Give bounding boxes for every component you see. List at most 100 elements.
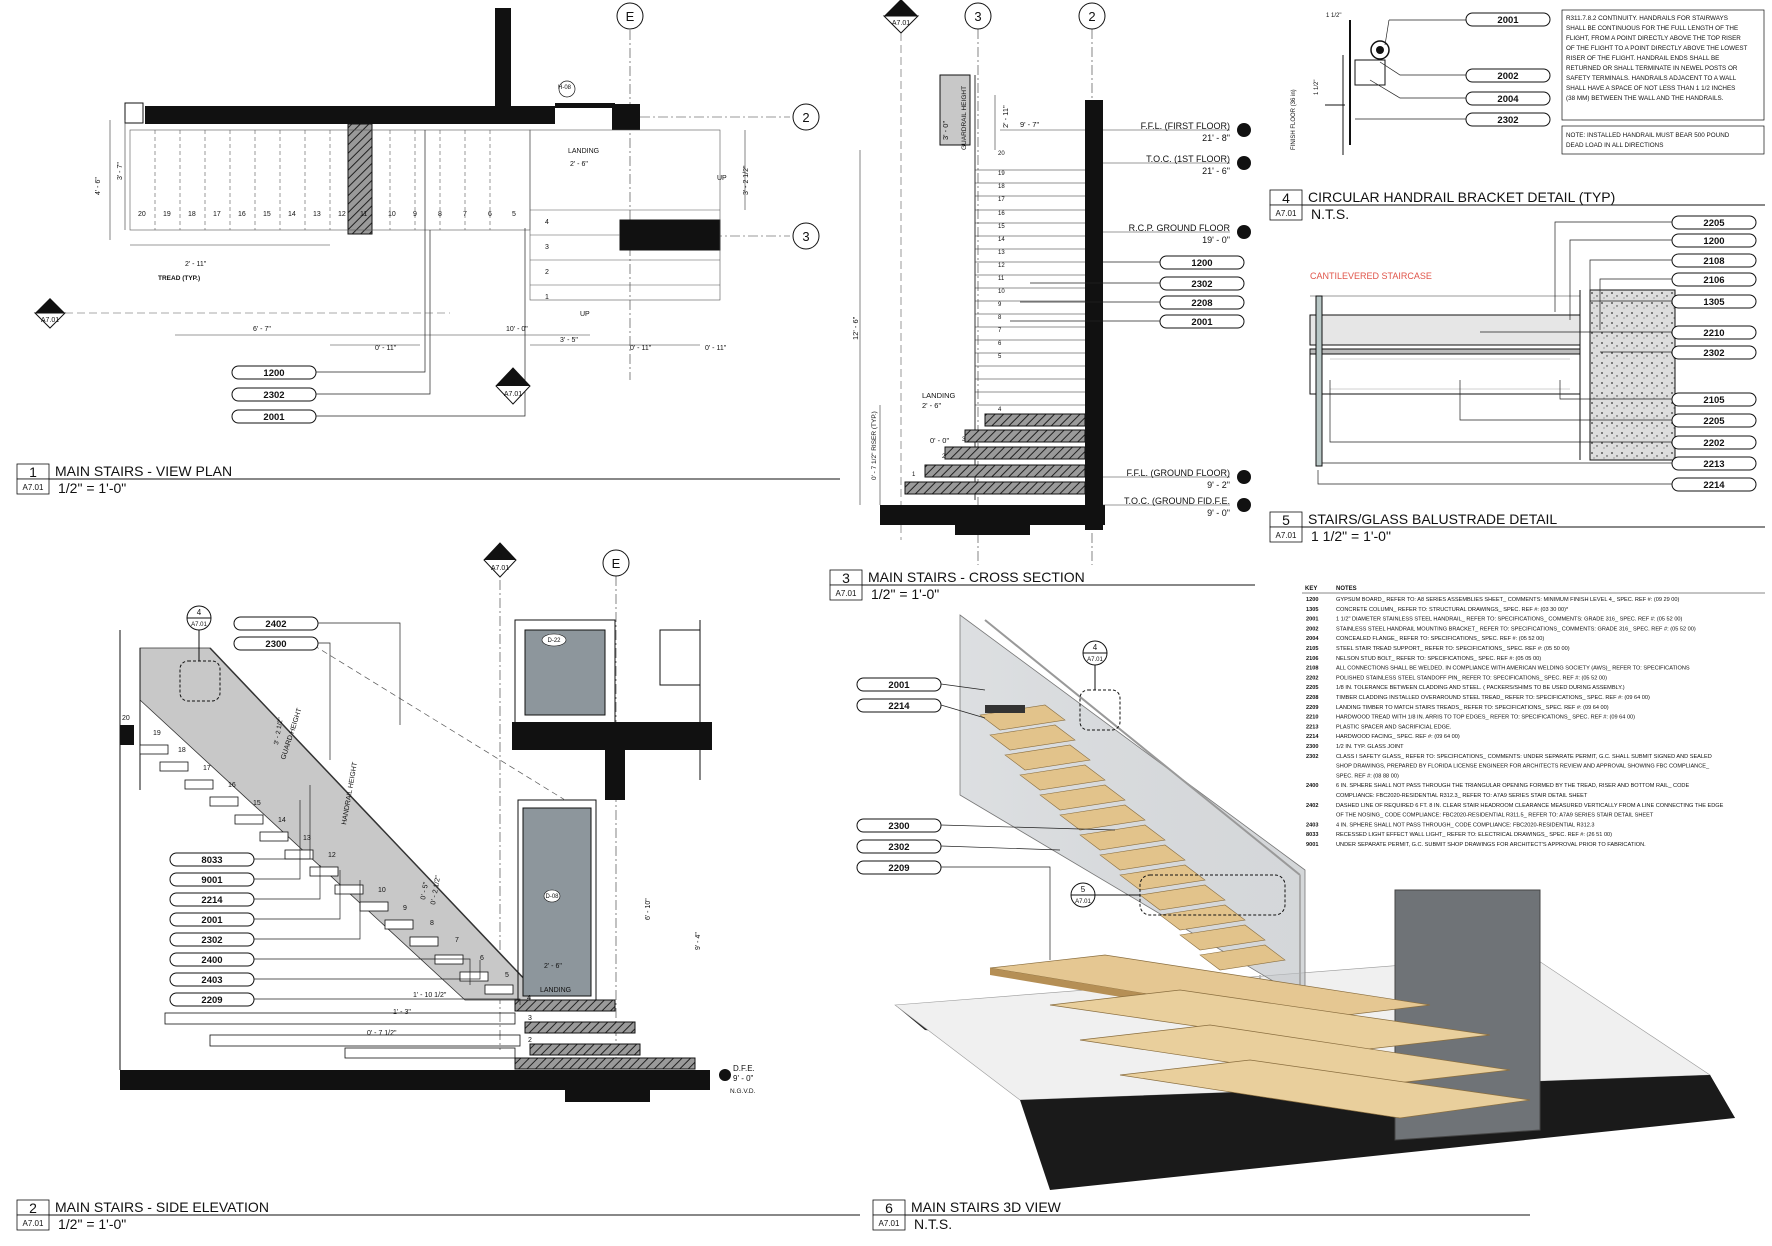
plan-treads [154, 130, 491, 230]
svg-text:20: 20 [138, 211, 146, 218]
grid-label: E [626, 9, 635, 24]
svg-text:A7.01: A7.01 [23, 483, 44, 492]
svg-text:2' - 6": 2' - 6" [922, 401, 941, 410]
panel-balustrade-detail: CANTILEVERED STAIRCASE 2205 1200 2108 21… [1269, 215, 1765, 544]
svg-text:2: 2 [802, 110, 809, 125]
keynote-note: LANDING TIMBER TO MATCH STAIRS TREADS_ R… [1336, 705, 1609, 711]
svg-text:2001: 2001 [263, 412, 285, 423]
svg-text:2' - 11": 2' - 11" [1001, 105, 1010, 128]
svg-text:3: 3 [545, 244, 549, 251]
svg-text:3: 3 [528, 1015, 532, 1022]
svg-text:2105: 2105 [1703, 395, 1725, 406]
svg-text:4: 4 [545, 219, 549, 226]
svg-text:19: 19 [998, 171, 1005, 177]
svg-text:R311.7.8.2 CONTINUITY. HANDRAI: R311.7.8.2 CONTINUITY. HANDRAILS FOR STA… [1566, 15, 1728, 22]
grid-bubble-e-elev: E [602, 549, 630, 1060]
svg-text:0' - 0": 0' - 0" [930, 436, 949, 445]
svg-text:SHALL HAVE A SPACE OF NOT LESS: SHALL HAVE A SPACE OF NOT LESS THAN 1 1/… [1566, 85, 1735, 92]
elevation-beam [512, 722, 712, 750]
svg-text:13: 13 [998, 250, 1005, 256]
keynote-note: OF THE NOSING_ CODE COMPLIANCE: FBC2020-… [1336, 813, 1654, 819]
svg-text:A7.01: A7.01 [1276, 531, 1297, 540]
svg-text:10: 10 [388, 211, 396, 218]
keynote-note: UNDER SEPARATE PERMIT, G.C. SUBMIT SHOP … [1336, 842, 1646, 848]
svg-text:11: 11 [360, 211, 367, 218]
svg-text:15: 15 [998, 224, 1005, 230]
svg-text:7: 7 [463, 211, 467, 218]
svg-text:6: 6 [480, 955, 484, 962]
svg-text:NOTES: NOTES [1336, 586, 1357, 592]
svg-text:8: 8 [998, 315, 1002, 321]
keynote-note: STEEL STAIR TREAD SUPPORT_ REFER TO: SPE… [1336, 646, 1570, 652]
keynote-note: CLASS I SAFETY GLASS_ REFER TO: SPECIFIC… [1336, 754, 1712, 760]
svg-text:1/2" = 1'-0": 1/2" = 1'-0" [871, 586, 939, 602]
svg-text:2209: 2209 [201, 995, 222, 1006]
keynote-note: STAINLESS STEEL HANDRAIL MOUNTING BRACKE… [1336, 626, 1696, 632]
keynote-key: 2106 [1306, 656, 1318, 662]
bracket-install-note: NOTE: INSTALLED HANDRAIL MUST BEAR 500 P… [1566, 132, 1730, 149]
svg-text:4' - 6": 4' - 6" [95, 177, 102, 195]
keynote-key: 9001 [1306, 842, 1318, 848]
svg-text:2: 2 [528, 1037, 532, 1044]
keynote-note: 6 IN. SPHERE SHALL NOT PASS THROUGH THE … [1336, 783, 1689, 789]
svg-text:2: 2 [898, 6, 903, 16]
svg-text:8033: 8033 [201, 855, 222, 866]
svg-text:0' - 7 1/2" RISER (TYP.): 0' - 7 1/2" RISER (TYP.) [871, 411, 878, 480]
section-wall [1085, 100, 1103, 530]
svg-text:3' - 2 1/2": 3' - 2 1/2" [743, 165, 750, 195]
svg-text:3' - 7": 3' - 7" [117, 162, 124, 180]
svg-text:3: 3 [802, 229, 809, 244]
svg-text:2302: 2302 [1497, 115, 1518, 126]
svg-text:NOTE: INSTALLED HANDRAIL MUST: NOTE: INSTALLED HANDRAIL MUST BEAR 500 P… [1566, 132, 1730, 139]
svg-text:1/2" = 1'-0": 1/2" = 1'-0" [58, 1216, 126, 1232]
svg-text:17: 17 [203, 765, 211, 772]
section-lower-treads [904, 413, 1086, 495]
svg-text:3: 3 [497, 551, 502, 561]
svg-text:1 1/2": 1 1/2" [1314, 80, 1320, 95]
svg-text:A7.01: A7.01 [41, 317, 59, 324]
svg-text:1: 1 [545, 294, 549, 301]
svg-text:19: 19 [163, 211, 171, 218]
3d-flight-treads [979, 704, 1286, 971]
svg-text:8: 8 [430, 920, 434, 927]
svg-text:3' - 5": 3' - 5" [560, 337, 578, 344]
svg-text:4: 4 [197, 608, 202, 617]
section-callouts: 1200 2302 2208 2001 [1010, 255, 1245, 329]
svg-text:3: 3 [974, 9, 981, 24]
svg-text:9' - 4": 9' - 4" [695, 932, 702, 950]
svg-text:2' - 11": 2' - 11" [185, 261, 207, 268]
plan-tread-numbers: 20 19 18 17 16 15 14 13 12 11 10 9 8 7 6… [138, 211, 549, 301]
svg-text:2214: 2214 [888, 701, 910, 712]
svg-text:MAIN STAIRS 3D VIEW: MAIN STAIRS 3D VIEW [911, 1199, 1062, 1215]
svg-text:A7.01: A7.01 [1075, 899, 1091, 905]
grid-bubble-3-plan: 3 [792, 222, 820, 250]
keynote-key: 2402 [1306, 803, 1318, 809]
svg-text:19' - 0": 19' - 0" [1202, 235, 1230, 245]
keynote-key: 2202 [1306, 675, 1318, 681]
svg-text:GUARDRAIL HEIGHT: GUARDRAIL HEIGHT [961, 86, 968, 150]
section-marker-2-plan: 2 A7.01 [33, 298, 450, 329]
keynote-note: SPEC. REF #: (08 88 00) [1336, 773, 1399, 779]
keynote-note: CONCRETE COLUMN_ REFER TO: STRUCTURAL DR… [1336, 607, 1569, 613]
plan-column [347, 123, 373, 235]
svg-text:FINISH FLOOR (36 in): FINISH FLOOR (36 in) [1291, 89, 1297, 150]
svg-text:1 1/2": 1 1/2" [1326, 13, 1341, 19]
svg-text:2300: 2300 [888, 821, 909, 832]
svg-text:CANTILEVERED STAIRCASE: CANTILEVERED STAIRCASE [1310, 271, 1432, 281]
svg-text:20: 20 [998, 151, 1005, 157]
svg-text:3' - 2 1/2": 3' - 2 1/2" [273, 716, 285, 745]
keynote-key: 2400 [1306, 783, 1318, 789]
svg-text:0' - 11": 0' - 11" [630, 345, 652, 352]
panel-title-2: 2 A7.01 MAIN STAIRS - SIDE ELEVATION 1/2… [16, 1199, 860, 1232]
svg-text:F.F.L. (GROUND FLOOR): F.F.L. (GROUND FLOOR) [1126, 468, 1230, 478]
svg-text:9' - 0": 9' - 0" [1207, 508, 1230, 518]
svg-text:D-22: D-22 [547, 638, 561, 644]
svg-text:2209: 2209 [888, 863, 909, 874]
keynote-key: 2213 [1306, 724, 1318, 730]
svg-text:1' - 10 1/2": 1' - 10 1/2" [413, 992, 447, 999]
svg-text:21' - 6": 21' - 6" [1202, 166, 1230, 176]
door-panel [522, 807, 592, 997]
svg-text:2001: 2001 [1497, 15, 1519, 26]
svg-text:2002: 2002 [1497, 71, 1518, 82]
svg-text:LANDING: LANDING [540, 987, 571, 994]
